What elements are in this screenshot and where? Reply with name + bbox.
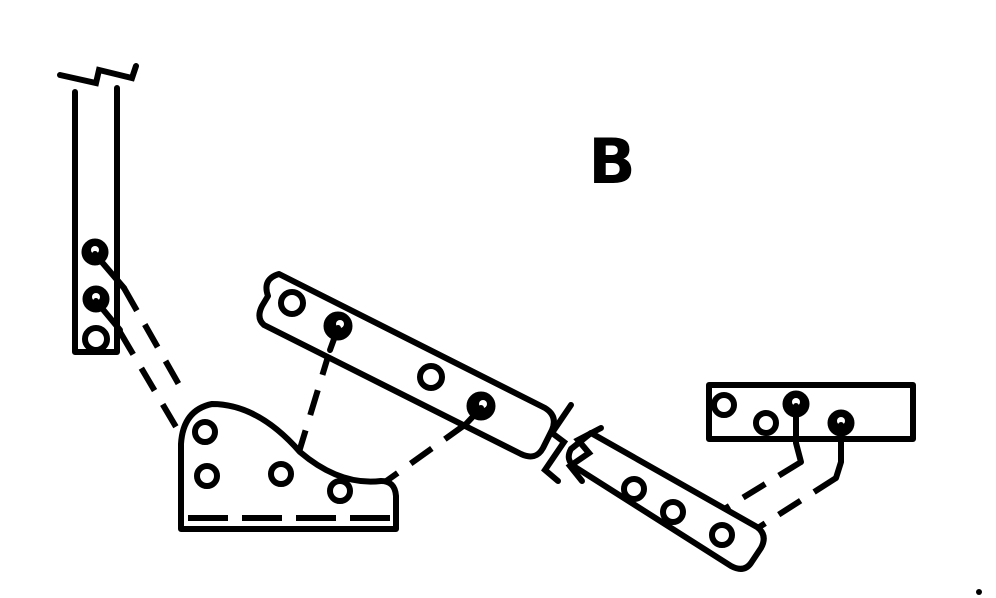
leader-line-2 <box>117 330 182 434</box>
assembly-leader-lines <box>117 286 838 536</box>
horizontal-bar-hole-2[interactable] <box>753 410 779 436</box>
lower-strap-hole-3[interactable] <box>709 522 735 548</box>
gusset-hole-4[interactable] <box>327 478 353 504</box>
vertical-bracket-fastener-2[interactable] <box>82 285 123 333</box>
horizontal-bar-hole-1[interactable] <box>711 392 737 418</box>
fastener-stem <box>793 403 804 465</box>
stray-ink-mark <box>976 589 982 595</box>
diagonal-strap-hole-1[interactable] <box>278 289 306 317</box>
leader-line-3 <box>296 349 333 453</box>
vertical-bracket[interactable] <box>57 63 139 355</box>
diagonal-strap[interactable] <box>256 271 574 484</box>
fastener-stem <box>463 405 484 427</box>
gusset-hole-1[interactable] <box>192 419 218 445</box>
leader-line-5 <box>716 459 803 516</box>
horizontal-bar-fastener-2[interactable] <box>827 409 855 481</box>
diagonal-strap-fastener-2[interactable] <box>463 391 496 427</box>
horizontal-bar-fastener-1[interactable] <box>782 390 810 465</box>
diagonal-strap-hole-3[interactable] <box>417 363 445 391</box>
lower-strap[interactable] <box>565 425 767 572</box>
figure-callout-label: B <box>588 125 635 198</box>
horizontal-bar[interactable] <box>706 382 916 481</box>
vertical-bracket-break-line <box>57 63 139 87</box>
leader-line-6 <box>748 475 838 536</box>
diagonal-strap-break-line <box>541 402 574 484</box>
fastener-stem <box>833 422 844 481</box>
diagonal-strap-fastener-1[interactable] <box>323 311 353 353</box>
lower-strap-break-line <box>565 425 604 484</box>
lower-strap-hole-1[interactable] <box>621 476 647 502</box>
horizontal-bar-outline <box>706 382 916 442</box>
vertical-bracket-fastener-1[interactable] <box>81 238 127 291</box>
lower-strap-hole-2[interactable] <box>660 499 686 525</box>
fastener-stem <box>93 298 123 333</box>
gusset-hole-3[interactable] <box>268 461 294 487</box>
fastener-stem <box>327 325 341 353</box>
bracket-hole-3[interactable] <box>82 325 110 353</box>
fastener-stem <box>92 251 127 291</box>
gusset-hole-2[interactable] <box>194 463 220 489</box>
leader-line-4 <box>376 421 468 490</box>
gusset-plate[interactable] <box>178 401 399 532</box>
leader-line-1 <box>121 286 189 399</box>
